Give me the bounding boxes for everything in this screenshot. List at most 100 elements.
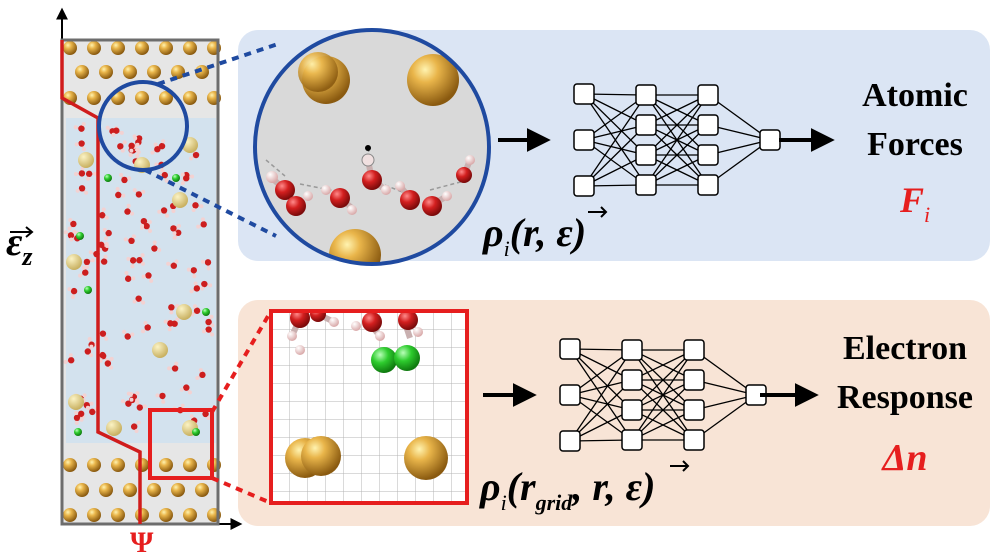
nn-node bbox=[621, 339, 643, 361]
nn-node bbox=[635, 144, 657, 166]
gold-atom bbox=[159, 508, 173, 522]
oxygen-atom bbox=[202, 410, 209, 418]
nn-edge bbox=[645, 94, 709, 156]
nn-edge bbox=[645, 124, 709, 186]
hydrogen-atom bbox=[111, 132, 116, 137]
gold-atom bbox=[159, 91, 173, 105]
top-output-symbol: Fi bbox=[899, 180, 930, 227]
hydrogen-atom bbox=[141, 300, 146, 305]
nn-node bbox=[697, 174, 719, 196]
hydrogen-atom bbox=[161, 139, 166, 144]
top-output-line1: Atomic bbox=[862, 77, 968, 114]
oxygen-atom bbox=[84, 348, 92, 355]
chloride-ion bbox=[74, 428, 82, 436]
hydrogen-atom bbox=[135, 153, 140, 158]
bottom-descriptor: ρi(rgrid, r, ε) bbox=[479, 464, 655, 515]
nn-node bbox=[573, 83, 595, 105]
hydrogen-atom bbox=[120, 399, 125, 404]
oxygen-atom bbox=[140, 217, 148, 225]
chloride-ion bbox=[84, 286, 92, 294]
oxygen-atom bbox=[77, 410, 85, 417]
hydrogen-atom bbox=[119, 172, 124, 177]
gold-atom bbox=[87, 91, 101, 105]
hydrogen-atom bbox=[81, 122, 86, 127]
hydrogen-atom bbox=[189, 156, 194, 161]
hydrogen-atom bbox=[82, 393, 87, 398]
top-connector-lower bbox=[144, 168, 277, 238]
chloride-ion bbox=[172, 174, 180, 182]
hydrogen-atom bbox=[73, 125, 78, 130]
nn-edge bbox=[645, 94, 709, 186]
oxygen-atom bbox=[129, 257, 137, 264]
oxygen-atom bbox=[105, 229, 112, 237]
oxygen-atom bbox=[115, 191, 122, 199]
hydrogen-atom bbox=[84, 190, 89, 195]
hydrogen-atom bbox=[154, 162, 159, 167]
cation-sphere bbox=[106, 420, 122, 436]
oxygen-atom bbox=[160, 207, 168, 214]
hydrogen-atom bbox=[128, 153, 133, 158]
nn-edge bbox=[631, 349, 695, 411]
hydrogen-atom bbox=[127, 176, 132, 181]
neural-network-bottom bbox=[559, 338, 767, 452]
hydrogen-atom bbox=[85, 264, 90, 269]
hydrogen-atom bbox=[126, 203, 131, 208]
oxygen-atom bbox=[70, 287, 78, 295]
oxygen-atom bbox=[113, 127, 120, 134]
oxygen-atom bbox=[174, 229, 182, 236]
nn-node bbox=[621, 369, 643, 391]
hydrogen-atom bbox=[200, 286, 205, 291]
hydrogen-atom bbox=[148, 229, 153, 234]
bottom-output-line2: Response bbox=[837, 379, 973, 416]
hydrogen-atom bbox=[122, 329, 127, 334]
oxygen-atom bbox=[85, 170, 93, 178]
gold-atom bbox=[63, 41, 77, 55]
hydrogen-atom bbox=[147, 220, 152, 225]
oxygen-atom bbox=[99, 330, 107, 337]
hydrogen-atom bbox=[140, 261, 145, 266]
oxygen-atom bbox=[104, 360, 112, 367]
hydrogen-atom bbox=[196, 224, 201, 229]
hydrogen-atom bbox=[150, 150, 155, 155]
hydrogen-atom bbox=[191, 207, 196, 212]
bottom-connector-lower bbox=[211, 476, 272, 505]
gold-atom bbox=[135, 91, 149, 105]
oxygen-atom bbox=[135, 295, 142, 302]
bottom-output-line1: Electron bbox=[843, 330, 967, 367]
gold-atom bbox=[63, 508, 77, 522]
oxygen-atom bbox=[201, 280, 208, 288]
cation-sphere bbox=[152, 342, 168, 358]
oxygen-atom bbox=[192, 202, 199, 209]
oxygen-atom bbox=[168, 304, 175, 311]
oxygen-atom bbox=[136, 404, 144, 411]
hydrogen-atom bbox=[89, 344, 94, 349]
nn-edge bbox=[631, 379, 695, 441]
cation-sphere bbox=[68, 394, 84, 410]
gold-atom bbox=[123, 65, 137, 79]
hydrogen-atom bbox=[140, 223, 145, 228]
hydrogen-atom bbox=[63, 230, 68, 235]
hydrogen-atom bbox=[175, 317, 180, 322]
gold-atom bbox=[183, 91, 197, 105]
hydrogen-atom bbox=[200, 217, 205, 222]
oxygen-atom bbox=[199, 371, 206, 379]
nn-node bbox=[759, 129, 781, 151]
oxygen-atom bbox=[192, 151, 200, 159]
hydrogen-atom bbox=[167, 327, 172, 332]
hydrogen-atom bbox=[206, 415, 211, 420]
gold-atom bbox=[183, 41, 197, 55]
nn-edge bbox=[631, 349, 695, 441]
hydrogen-atom bbox=[131, 276, 136, 281]
nn-edge bbox=[583, 124, 647, 187]
hydrogen-atom bbox=[140, 253, 145, 258]
hydrogen-atom bbox=[129, 392, 134, 397]
oxygen-atom bbox=[124, 275, 132, 282]
hydrogen-atom bbox=[157, 209, 162, 214]
hydrogen-atom bbox=[179, 387, 184, 392]
hydrogen-atom bbox=[105, 244, 110, 249]
oxygen-atom bbox=[67, 357, 75, 364]
hydrogen-atom bbox=[136, 420, 141, 425]
gold-atom bbox=[99, 483, 113, 497]
nn-node bbox=[635, 174, 657, 196]
oxygen-atom bbox=[73, 414, 81, 422]
